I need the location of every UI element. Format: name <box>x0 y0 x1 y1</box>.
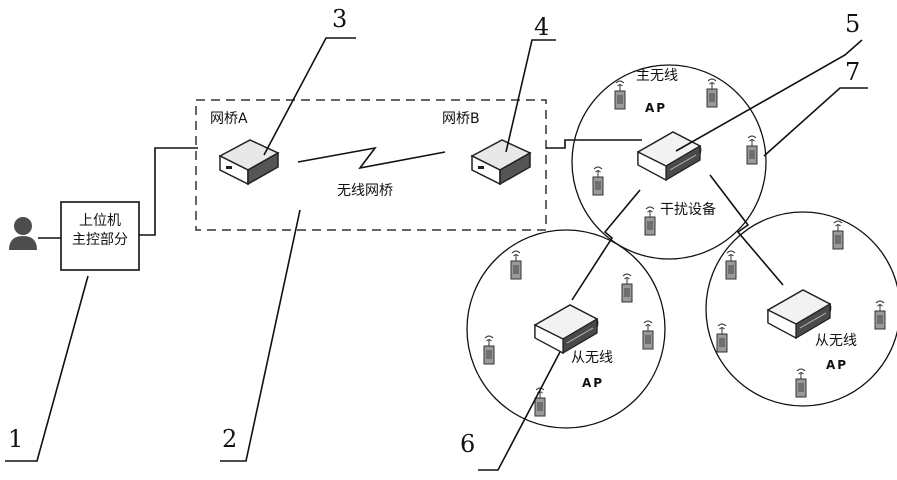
user-icon <box>9 217 37 250</box>
slave-ap-left-label-line2: AP <box>582 376 604 390</box>
wireless-link-bridge <box>298 148 445 168</box>
host-label-line1: 上位机 <box>79 213 121 229</box>
callout-number-4: 4 <box>534 13 549 41</box>
client-device-icon <box>707 79 717 107</box>
client-device-icon <box>593 167 603 195</box>
slave-ap-right-label-line2: AP <box>826 358 848 372</box>
slave-ap-left-label-line1: 从无线 <box>571 350 613 366</box>
master-ap-label-line2: AP <box>645 101 667 115</box>
client-device-icon <box>726 251 736 279</box>
callout-number-1: 1 <box>8 425 23 453</box>
client-device-icon <box>484 336 494 364</box>
callout-number-5: 5 <box>845 10 860 38</box>
bridge-b-label: 网桥B <box>442 111 480 127</box>
bridge-b-router-icon <box>472 140 530 184</box>
host-label-line2: 主控部分 <box>72 232 128 248</box>
bridge-a-label: 网桥A <box>210 111 248 127</box>
client-device-icon <box>796 369 806 397</box>
interference-device-label: 干扰设备 <box>660 201 716 218</box>
callout-number-2: 2 <box>222 425 237 453</box>
client-device-icon <box>511 251 521 279</box>
slave-ap-right-label-line1: 从无线 <box>815 333 857 349</box>
client-device-icon <box>535 388 545 416</box>
client-device-icon <box>643 321 653 349</box>
interference-device-icon <box>747 136 757 164</box>
client-device-icon <box>615 81 625 109</box>
wireless-bridge-label: 无线网桥 <box>337 183 393 199</box>
client-device-icon <box>875 301 885 329</box>
callout-number-3: 3 <box>332 5 347 33</box>
callout-number-7: 7 <box>845 58 860 86</box>
master-ap-label-line1: 主无线 <box>636 68 678 84</box>
slave-ap-right-icon <box>768 290 831 338</box>
callout-number-6: 6 <box>460 430 475 458</box>
interference-device-icon <box>645 207 655 235</box>
slave-ap-left-icon <box>535 305 598 353</box>
client-device-icon <box>717 324 727 352</box>
client-device-icon <box>622 274 632 302</box>
client-device-icon <box>833 221 843 249</box>
master-ap-icon <box>638 132 701 180</box>
